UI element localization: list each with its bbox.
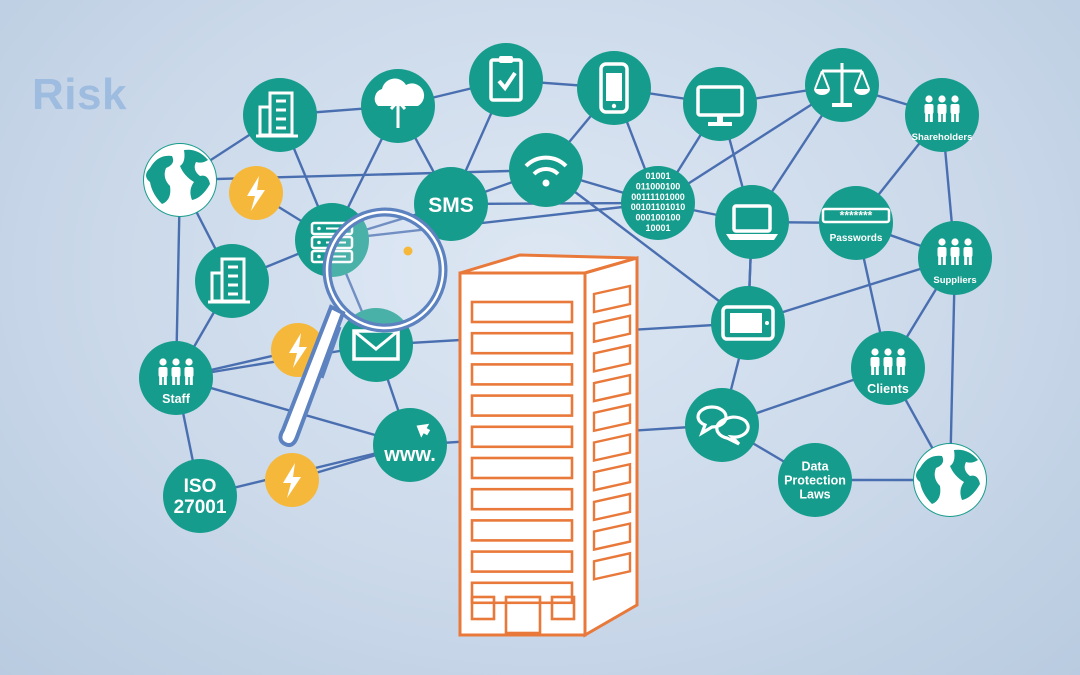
- node-binary: 0100101100010000111101000001011010100001…: [621, 166, 695, 240]
- node-passwords: ******* Passwords: [819, 186, 893, 260]
- node-www: www.: [373, 408, 447, 482]
- wifi-icon: [524, 155, 568, 187]
- building-icon: [256, 91, 298, 138]
- tablet-icon: [721, 305, 775, 341]
- monitor-icon: [696, 85, 744, 126]
- node-circle: [195, 244, 269, 318]
- binary-line: 01001: [645, 171, 670, 181]
- node-circle: [918, 221, 992, 295]
- node-sms: SMS: [414, 167, 488, 241]
- node-circle: [469, 43, 543, 117]
- node-circle: [414, 167, 488, 241]
- node-globe-right: [913, 443, 987, 517]
- scales-icon: [814, 63, 870, 107]
- clients-label: Clients: [867, 382, 909, 396]
- node-globe-left: [143, 143, 217, 217]
- magnifying-glass-icon: [278, 207, 448, 448]
- data-protection-label-line: Laws: [799, 487, 830, 501]
- passwords-label: Passwords: [830, 233, 883, 244]
- staff-label: Staff: [162, 392, 191, 406]
- smartphone-icon: [599, 62, 629, 114]
- data-protection-label-line: Data: [801, 459, 829, 473]
- connection-line: [331, 201, 659, 242]
- node-circle: [683, 67, 757, 141]
- node-smartphone: [577, 51, 651, 125]
- iso-label-line: 27001: [174, 497, 227, 518]
- binary-line: 00101101010: [631, 202, 686, 212]
- building-icon: [208, 257, 250, 304]
- sms-label: SMS: [428, 194, 474, 217]
- node-monitor: [683, 67, 757, 141]
- node-clipboard: [469, 43, 543, 117]
- iso-label-line: ISO: [184, 476, 217, 497]
- password-icon: [821, 207, 891, 224]
- cursor-icon: [416, 423, 431, 438]
- office-tower-icon: [458, 253, 639, 638]
- node-circle: [851, 331, 925, 405]
- node-shareholders: Shareholders: [905, 78, 979, 152]
- node-circle: [373, 408, 447, 482]
- laptop-icon: [726, 204, 778, 240]
- binary-line: 00111101000: [631, 192, 685, 202]
- clipboard-check-icon: [489, 56, 523, 102]
- node-circle: [621, 166, 695, 240]
- node-circle: [139, 341, 213, 415]
- suppliers-label: Suppliers: [933, 275, 976, 286]
- people-icon: [158, 358, 194, 385]
- node-tablet: [711, 286, 785, 360]
- node-office-building-left: [195, 244, 269, 318]
- binary-line: 10001: [645, 223, 670, 233]
- connection-line: [545, 169, 749, 324]
- node-scales: [805, 48, 879, 122]
- node-cloud-upload: [361, 69, 435, 143]
- cloud-upload-icon: [374, 78, 425, 128]
- node-circle: [715, 185, 789, 259]
- shareholders-label: Shareholders: [912, 132, 973, 143]
- password-mask: *******: [840, 209, 873, 223]
- node-suppliers: Suppliers: [918, 221, 992, 295]
- people-icon: [937, 238, 973, 265]
- people-icon: [924, 95, 960, 122]
- node-wifi: [509, 133, 583, 207]
- binary-line: 000100100: [635, 213, 680, 223]
- binary-line: 011000100: [636, 181, 681, 191]
- connection-line: [948, 257, 957, 481]
- people-icon: [870, 348, 906, 375]
- node-laptop: [715, 185, 789, 259]
- node-circle: [905, 78, 979, 152]
- globe-icon: [144, 144, 216, 216]
- globe-icon: [914, 444, 986, 516]
- data-protection-label-line: Protection: [784, 473, 846, 487]
- lightning-icon: [229, 166, 283, 220]
- node-office-building-top: [243, 78, 317, 152]
- node-clients: Clients: [851, 331, 925, 405]
- node-circle: [163, 459, 237, 533]
- node-circle: [243, 78, 317, 152]
- node-staff: Staff: [139, 341, 213, 415]
- lightning-icon: [265, 453, 319, 507]
- chat-icon: [696, 405, 750, 446]
- risk-title: Risk: [32, 70, 127, 119]
- node-circle: [778, 443, 852, 517]
- node-chat: [685, 388, 759, 462]
- www-label: www.: [383, 444, 435, 466]
